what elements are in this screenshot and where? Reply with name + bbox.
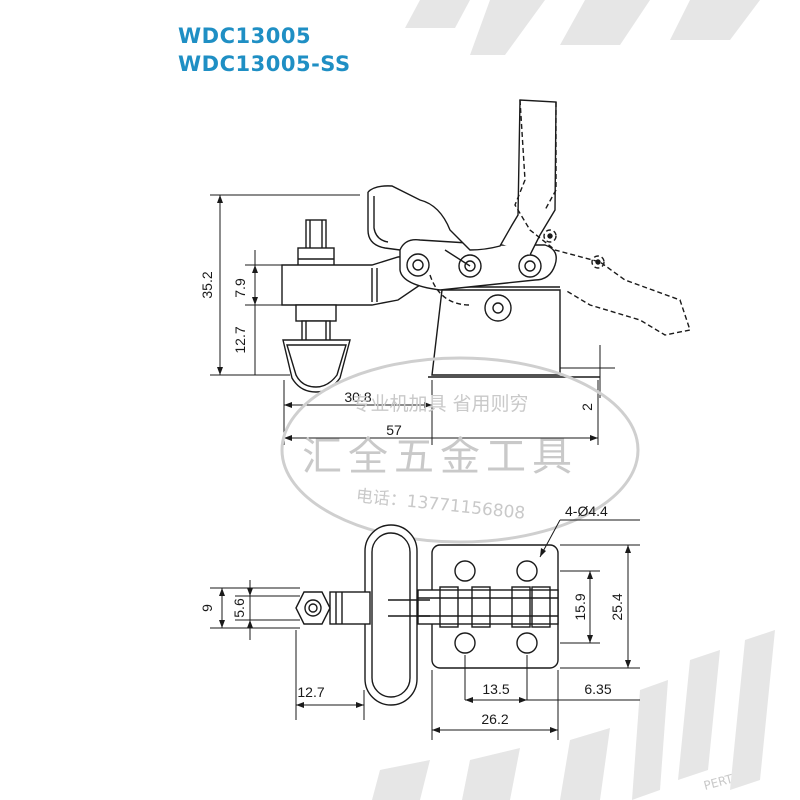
dim-6-35: 6.35: [584, 681, 611, 697]
dim-35-2: 35.2: [199, 271, 215, 298]
side-dimension-arrows: [217, 195, 598, 441]
dim-4-holes: 4-Ø4.4: [565, 503, 608, 519]
model-title-2: WDC13005-SS: [178, 52, 351, 76]
dim-15-9: 15.9: [572, 593, 588, 620]
dim-13-5: 13.5: [482, 681, 509, 697]
top-view: [295, 524, 559, 706]
dim-9: 9: [199, 604, 215, 612]
dim-25-4: 25.4: [609, 593, 625, 620]
dim-7-9: 7.9: [232, 278, 248, 298]
dim-2: 2: [579, 403, 595, 411]
dim-12-7-top: 12.7: [297, 684, 324, 700]
model-title-1: WDC13005: [178, 24, 312, 48]
watermark-line-1: 专业机加具 省用则穷: [351, 393, 528, 415]
top-dimension-arrows: [219, 545, 631, 733]
top-dimension-lines: [210, 519, 640, 740]
dim-57: 57: [386, 422, 402, 438]
dim-26-2: 26.2: [481, 711, 508, 727]
background-logo-shapes: [372, 0, 775, 800]
dim-30-8: 30.8: [344, 389, 371, 405]
watermark-line-2: 汇全五金工具: [302, 434, 578, 480]
dim-5-6: 5.6: [231, 598, 247, 618]
side-view: [281, 99, 691, 393]
dim-12-7-side: 12.7: [232, 326, 248, 353]
side-dimension-lines: [210, 194, 615, 445]
watermark-phone: 电话：13771156808: [355, 486, 526, 524]
